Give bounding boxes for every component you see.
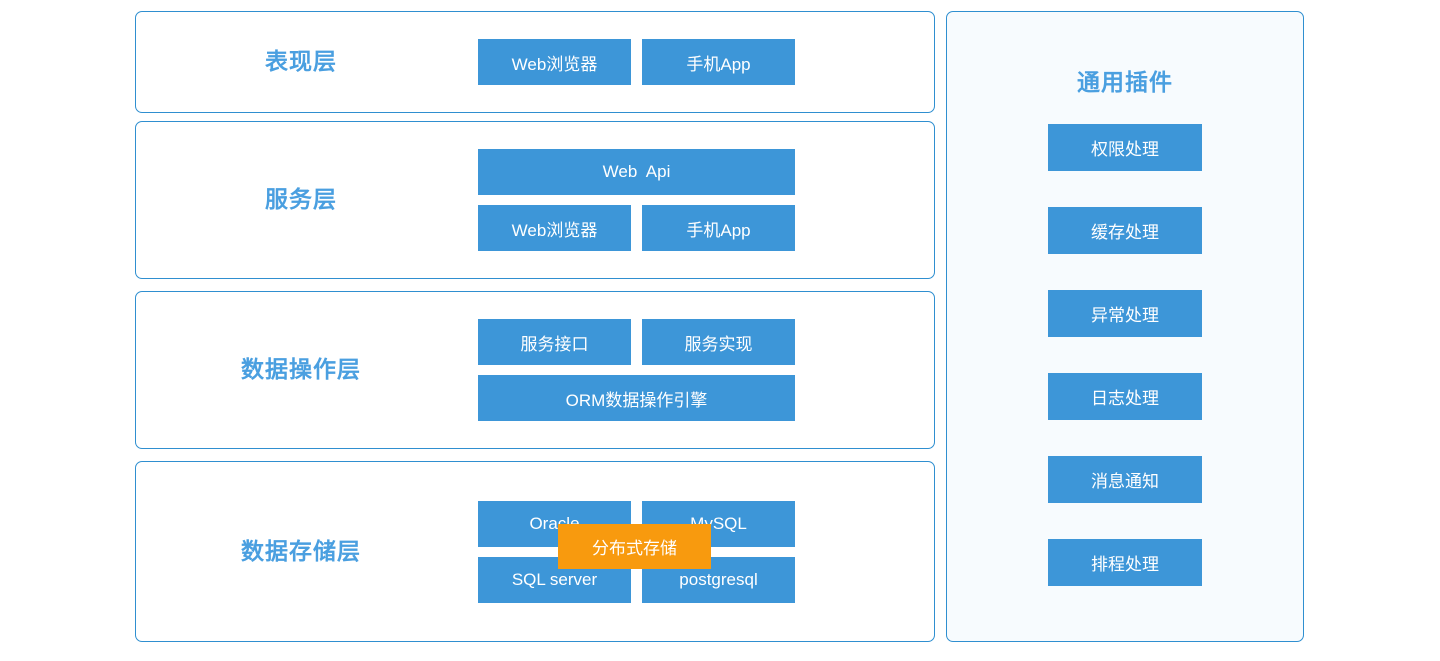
plugin-panel: 通用插件 权限处理 缓存处理 异常处理 日志处理 消息通知 排程处理 [946, 11, 1304, 642]
layer-data-operation: 数据操作层 服务接口 服务实现 ORM数据操作引擎 [135, 291, 935, 449]
layer-data-storage: 数据存储层 Oracle MySQL SQL server postgresql [135, 461, 935, 642]
box-service-implementation[interactable]: 服务实现 [642, 319, 795, 365]
layer-data-operation-row-2: ORM数据操作引擎 [478, 375, 795, 421]
layer-data-operation-label: 数据操作层 [241, 356, 361, 383]
box-service-web-browser[interactable]: Web浏览器 [478, 205, 631, 251]
layer-service: 服务层 Web Api Web浏览器 手机App [135, 121, 935, 279]
box-web-api[interactable]: Web Api [478, 149, 795, 195]
plugin-item-message-notification[interactable]: 消息通知 [1048, 456, 1202, 503]
plugin-item-logging[interactable]: 日志处理 [1048, 373, 1202, 420]
layer-presentation-body: Web浏览器 手机App [466, 39, 934, 85]
box-service-interface[interactable]: 服务接口 [478, 319, 631, 365]
layer-presentation-label: 表现层 [265, 48, 337, 75]
plugin-item-scheduling[interactable]: 排程处理 [1048, 539, 1202, 586]
box-web-browser[interactable]: Web浏览器 [478, 39, 631, 85]
layer-data-storage-row-2: SQL server postgresql [478, 556, 795, 603]
plugin-item-exception[interactable]: 异常处理 [1048, 290, 1202, 337]
plugin-item-cache[interactable]: 缓存处理 [1048, 207, 1202, 254]
plugin-list: 权限处理 缓存处理 异常处理 日志处理 消息通知 排程处理 [1048, 124, 1202, 586]
plugin-panel-title: 通用插件 [1077, 69, 1173, 95]
box-orm-engine[interactable]: ORM数据操作引擎 [478, 375, 795, 421]
layer-service-body: Web Api Web浏览器 手机App [466, 149, 934, 251]
layer-data-storage-label: 数据存储层 [241, 537, 361, 564]
layer-service-row-2: Web浏览器 手机App [478, 205, 795, 251]
box-service-mobile-app[interactable]: 手机App [642, 205, 795, 251]
layer-service-label: 服务层 [265, 186, 337, 213]
layer-data-operation-row-1: 服务接口 服务实现 [478, 319, 795, 365]
box-mobile-app[interactable]: 手机App [642, 39, 795, 85]
box-sql-server[interactable]: SQL server [478, 556, 631, 603]
layer-presentation-row-1: Web浏览器 手机App [478, 39, 795, 85]
plugin-item-permission[interactable]: 权限处理 [1048, 124, 1202, 171]
box-distributed-storage[interactable]: 分布式存储 [558, 524, 711, 569]
layer-data-operation-body: 服务接口 服务实现 ORM数据操作引擎 [466, 319, 934, 421]
layer-service-row-1: Web Api [478, 149, 795, 195]
layer-presentation: 表现层 Web浏览器 手机App [135, 11, 935, 113]
